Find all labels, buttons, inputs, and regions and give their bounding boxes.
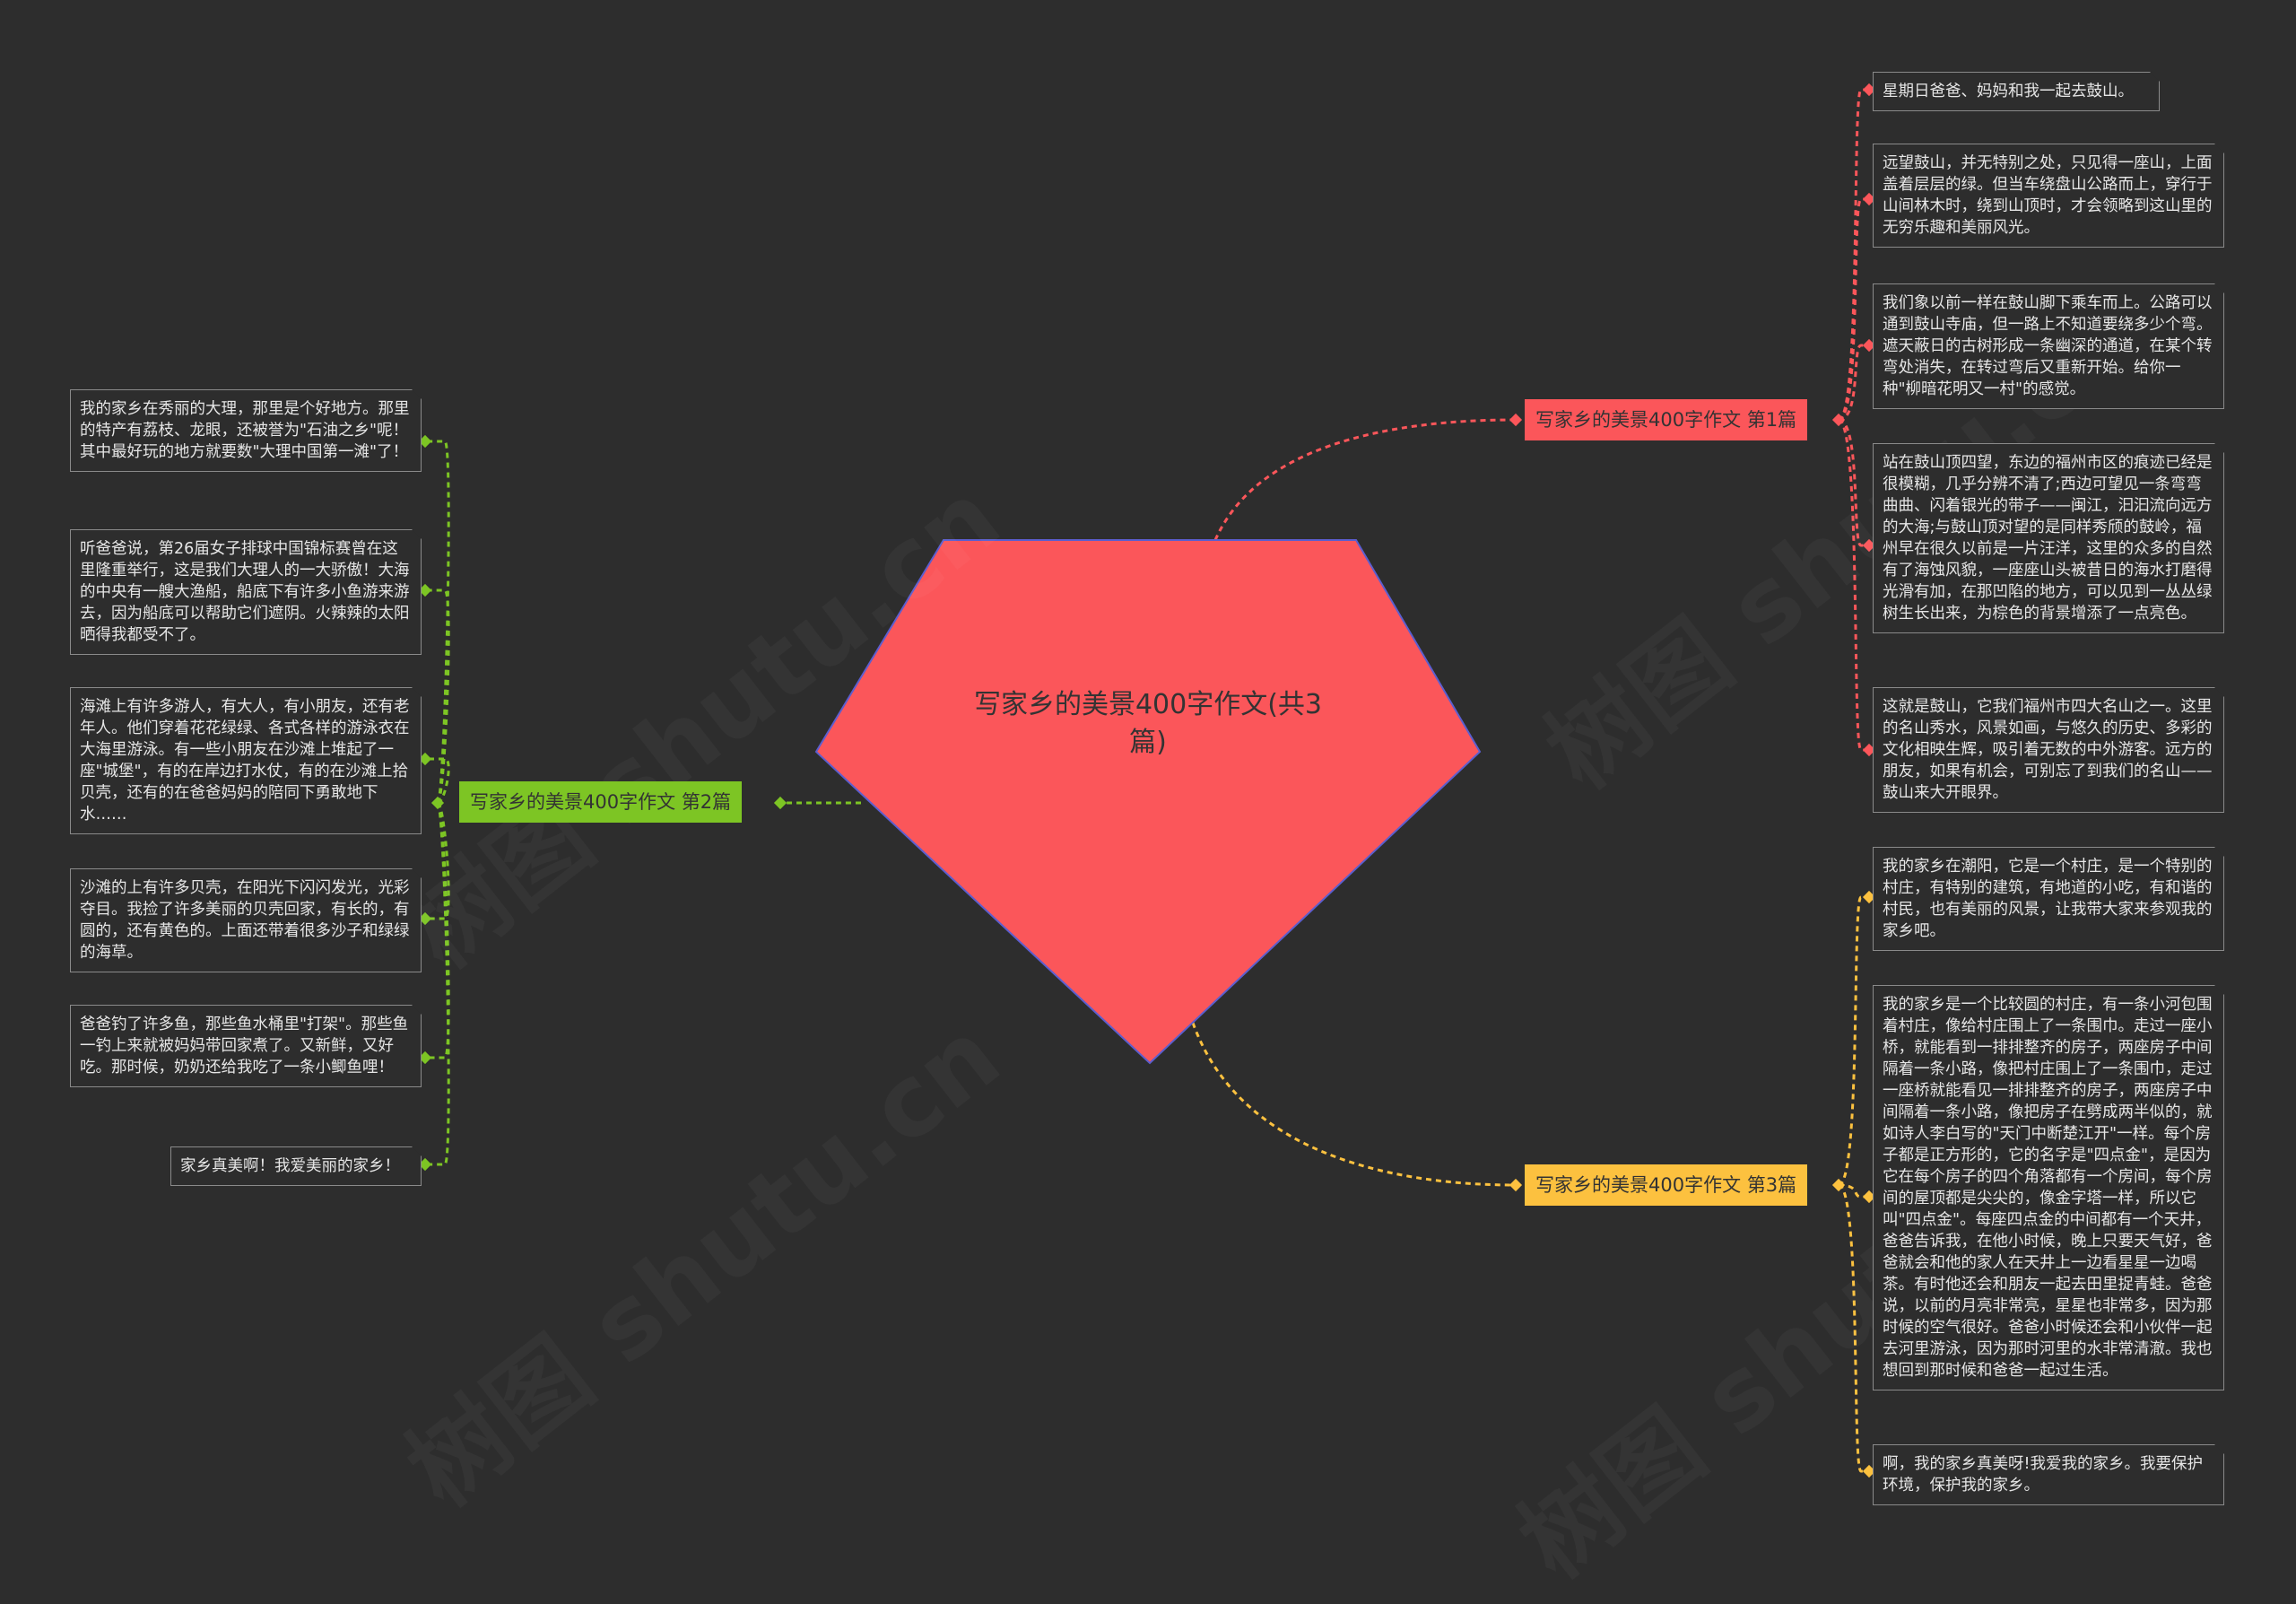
connector-branch-leaf: [1838, 418, 1869, 752]
connector-node: [1509, 1178, 1523, 1192]
branch-1-leaf[interactable]: 站在鼓山顶四望，东边的福州市区的痕迹已经是很模糊，几乎分辨不清了;西边可望见一条…: [1873, 442, 2225, 633]
connector-branch-leaf: [425, 588, 450, 805]
connector-branch-leaf: [1838, 418, 1869, 547]
connector-center-branch-3: [1191, 1022, 1517, 1187]
branch-1-leaf[interactable]: 星期日爸爸、妈妈和我一起去鼓山。: [1873, 71, 2161, 111]
branch-1-leaf[interactable]: 这就是鼓山，它我们福州市四大名山之一。这里的名山秀水，风景如画，与悠久的历史、多…: [1873, 686, 2225, 813]
central-topic-shape[interactable]: [814, 539, 1482, 1065]
connector-branch-leaf: [425, 757, 450, 805]
connector-node: [418, 1050, 432, 1065]
connector-branch-leaf: [425, 440, 450, 805]
connector-node: [1509, 413, 1523, 427]
connector-branch-leaf: [1838, 1183, 1869, 1473]
branch-3-topic[interactable]: 写家乡的美景400字作文 第3篇: [1525, 1164, 1808, 1206]
connector-node: [1831, 413, 1846, 427]
connector-node: [1831, 1178, 1846, 1192]
connector-node: [418, 434, 432, 449]
connector-node: [773, 796, 787, 810]
connector-node: [418, 752, 432, 766]
branch-3-leaf[interactable]: 我的家乡是一个比较圆的村庄，有一条小河包围着村庄，像给村庄围上了一条围巾。走过一…: [1873, 984, 2225, 1390]
branch-1-leaf[interactable]: 远望鼓山，并无特别之处，只见得一座山，上面盖着层层的绿。但当车绕盘山公路而上，穿…: [1873, 143, 2225, 248]
central-topic-title[interactable]: 写家乡的美景400字作文(共3篇): [973, 689, 1323, 758]
branch-3-leaf[interactable]: 啊，我的家乡真美呀!我爱我的家乡。我要保护环境，保护我的家乡。: [1873, 1443, 2225, 1505]
branch-1-leaf[interactable]: 我们象以前一样在鼓山脚下乘车而上。公路可以通到鼓山寺庙，但一路上不知道要绕多少个…: [1873, 283, 2225, 409]
connector-node: [430, 796, 445, 810]
branch-2-leaf[interactable]: 沙滩的上有许多贝壳，在阳光下闪闪发光，光彩夺目。我捡了许多美丽的贝壳回家，有长的…: [70, 867, 422, 972]
connector-branch-leaf: [1838, 197, 1869, 422]
connector-branch-leaf: [1838, 344, 1869, 422]
branch-2-leaf[interactable]: 家乡真美啊！我爱美丽的家乡！: [170, 1146, 422, 1186]
connector-node: [418, 1157, 432, 1172]
connector-branch-leaf: [425, 801, 450, 1166]
branch-2-topic[interactable]: 写家乡的美景400字作文 第2篇: [459, 781, 743, 823]
connector-node: [418, 911, 432, 926]
connector-branch-leaf: [1838, 88, 1869, 422]
branch-3-leaf[interactable]: 我的家乡在潮阳，它是一个村庄，是一个特别的村庄，有特别的建筑，有地道的小吃，有和…: [1873, 846, 2225, 951]
branch-1-topic[interactable]: 写家乡的美景400字作文 第1篇: [1525, 399, 1808, 440]
branch-2-leaf[interactable]: 海滩上有许多游人，有大人，有小朋友，还有老年人。他们穿着花花绿绿、各式各样的游泳…: [70, 686, 422, 834]
branch-2-leaf[interactable]: 我的家乡在秀丽的大理，那里是个好地方。那里的特产有荔枝、龙眼，还被誉为"石油之乡…: [70, 388, 422, 472]
branch-2-leaf[interactable]: 听爸爸说，第26届女子排球中国锦标赛曾在这里隆重举行，这是我们大理人的一大骄傲！…: [70, 528, 422, 655]
branch-2-leaf[interactable]: 爸爸钓了许多鱼，那些鱼水桶里"打架"。那些鱼一钓上来就被妈妈带回家煮了。又新鲜，…: [70, 1004, 422, 1087]
connector-branch-leaf: [1838, 895, 1869, 1187]
connector-node: [418, 583, 432, 597]
connector-center-branch-1: [1213, 418, 1517, 541]
